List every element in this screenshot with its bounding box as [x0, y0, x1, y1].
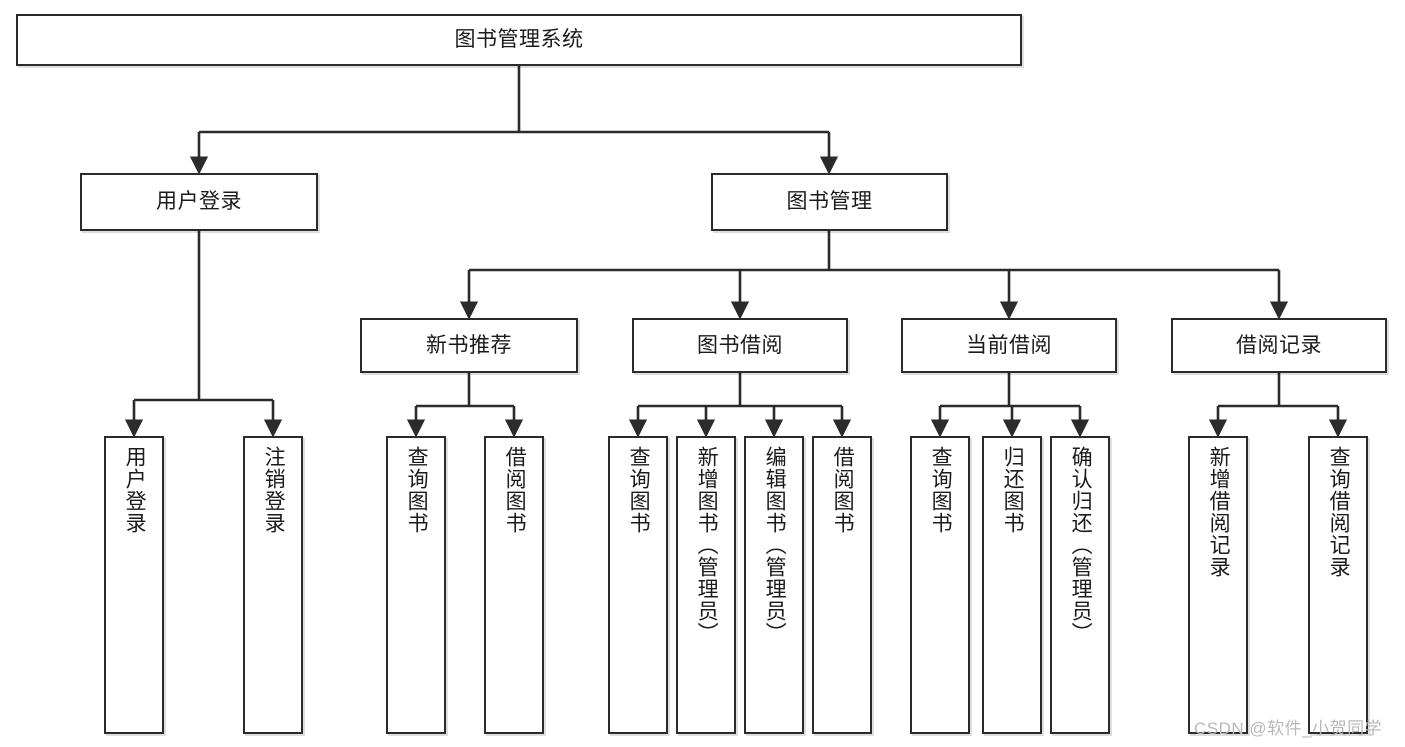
node-new-book-rec[interactable]: 新书推荐	[360, 318, 578, 373]
node-label: 图书管理	[786, 190, 873, 214]
node-label: 图书管理系统	[454, 28, 584, 52]
node-label: 借阅图书	[831, 446, 855, 534]
node-label: 查询借阅记录	[1327, 446, 1351, 578]
node-user-login[interactable]: 用户登录	[80, 173, 318, 231]
node-label: 用户登录	[156, 190, 242, 214]
node-label: 新书推荐	[426, 333, 512, 357]
node-leaf-user-logout[interactable]: 注销登录	[243, 436, 303, 734]
node-label: 编辑图书（管理员）	[763, 446, 787, 644]
node-leaf-user-login[interactable]: 用户登录	[104, 436, 164, 734]
node-book-manage[interactable]: 图书管理	[711, 173, 948, 231]
node-root[interactable]: 图书管理系统	[16, 14, 1022, 66]
node-leaf-query-book-3[interactable]: 查询图书	[910, 436, 970, 734]
node-label: 借阅记录	[1236, 333, 1322, 357]
node-leaf-borrow-book-2[interactable]: 借阅图书	[812, 436, 872, 734]
node-current-borrow[interactable]: 当前借阅	[901, 318, 1117, 373]
node-label: 新增借阅记录	[1207, 446, 1231, 578]
node-label: 查询图书	[405, 446, 429, 534]
edge-paths	[124, 66, 1348, 438]
node-label: 用户登录	[123, 446, 147, 534]
node-leaf-query-record[interactable]: 查询借阅记录	[1308, 436, 1368, 734]
node-leaf-confirm-return[interactable]: 确认归还（管理员）	[1050, 436, 1110, 734]
node-label: 查询图书	[627, 446, 651, 534]
node-borrow-record[interactable]: 借阅记录	[1171, 318, 1387, 373]
node-label: 归还图书	[1001, 446, 1025, 534]
node-book-borrow[interactable]: 图书借阅	[632, 318, 848, 373]
node-leaf-add-record[interactable]: 新增借阅记录	[1188, 436, 1248, 734]
node-label: 新增图书（管理员）	[695, 446, 719, 644]
node-leaf-return-book[interactable]: 归还图书	[982, 436, 1042, 734]
node-label: 借阅图书	[503, 446, 527, 534]
node-label: 当前借阅	[966, 333, 1052, 357]
node-leaf-query-book-2[interactable]: 查询图书	[608, 436, 668, 734]
node-leaf-edit-book[interactable]: 编辑图书（管理员）	[744, 436, 804, 734]
node-label: 查询图书	[929, 446, 953, 534]
node-leaf-query-book-1[interactable]: 查询图书	[386, 436, 446, 734]
node-leaf-borrow-book-1[interactable]: 借阅图书	[484, 436, 544, 734]
node-leaf-add-book[interactable]: 新增图书（管理员）	[676, 436, 736, 734]
node-label: 确认归还（管理员）	[1069, 446, 1093, 644]
node-label: 注销登录	[262, 446, 286, 534]
node-label: 图书借阅	[697, 333, 783, 357]
